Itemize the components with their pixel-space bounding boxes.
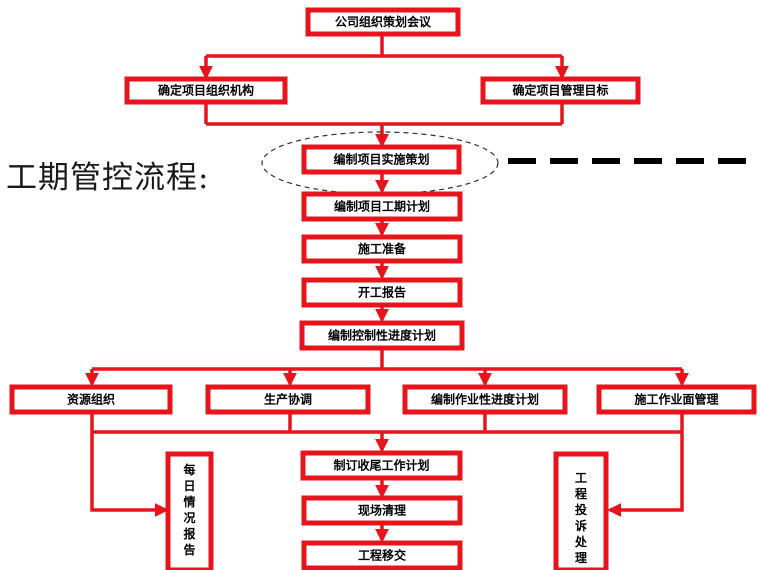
box-closing-plan-label: 制订收尾工作计划 — [333, 458, 429, 473]
box-org-structure-label: 确定项目组织机构 — [158, 83, 254, 98]
box-work-schedule-label: 编制作业性进度计划 — [430, 392, 539, 407]
box-resource-org-label: 资源组织 — [67, 392, 115, 407]
box-impl-plan: 编制项目实施策划 — [301, 144, 462, 175]
box-daily-report-label: 每日情况报告 — [183, 462, 195, 557]
box-resource-org: 资源组织 — [9, 384, 173, 415]
box-control-schedule-label: 编制控制性进度计划 — [327, 328, 436, 343]
arrow-to-daily-report — [90, 432, 169, 517]
box-mgmt-goals-label: 确定项目管理目标 — [512, 83, 608, 98]
box-meeting-label: 公司组织策划会议 — [335, 14, 432, 29]
box-handover: 工程移交 — [301, 540, 463, 570]
box-site-cleanup-label: 现场清理 — [358, 503, 406, 518]
process-title: 工期管控流程: — [6, 160, 210, 196]
box-construction-prep: 施工准备 — [301, 234, 463, 264]
box-schedule-plan: 编制项目工期计划 — [301, 191, 463, 222]
box-production-coord: 生产协调 — [205, 384, 371, 415]
box-start-report-label: 开工报告 — [358, 285, 406, 300]
connectors — [85, 34, 689, 543]
arrow-to-complaint — [607, 432, 684, 517]
box-daily-report: 每日情况报告 — [165, 451, 214, 570]
box-org-structure: 确定项目组织机构 — [124, 76, 288, 105]
box-control-schedule: 编制控制性进度计划 — [299, 320, 465, 351]
box-mgmt-goals: 确定项目管理目标 — [480, 76, 641, 105]
box-work-surface: 施工作业面管理 — [596, 384, 757, 415]
box-start-report: 开工报告 — [301, 277, 463, 308]
box-production-coord-label: 生产协调 — [264, 392, 312, 407]
box-construction-prep-label: 施工准备 — [358, 241, 407, 256]
box-work-surface-label: 施工作业面管理 — [634, 392, 718, 407]
box-complaint-handling-label: 工程投诉处理 — [574, 471, 588, 565]
box-closing-plan: 制订收尾工作计划 — [300, 450, 463, 481]
box-schedule-plan-label: 编制项目工期计划 — [333, 199, 430, 214]
box-impl-plan-label: 编制项目实施策划 — [332, 152, 429, 167]
box-handover-label: 工程移交 — [358, 548, 406, 563]
box-meeting: 公司组织策划会议 — [305, 7, 461, 37]
box-complaint-handling: 工程投诉处理 — [553, 451, 609, 570]
box-site-cleanup: 现场清理 — [301, 495, 463, 526]
box-work-schedule: 编制作业性进度计划 — [402, 384, 568, 415]
